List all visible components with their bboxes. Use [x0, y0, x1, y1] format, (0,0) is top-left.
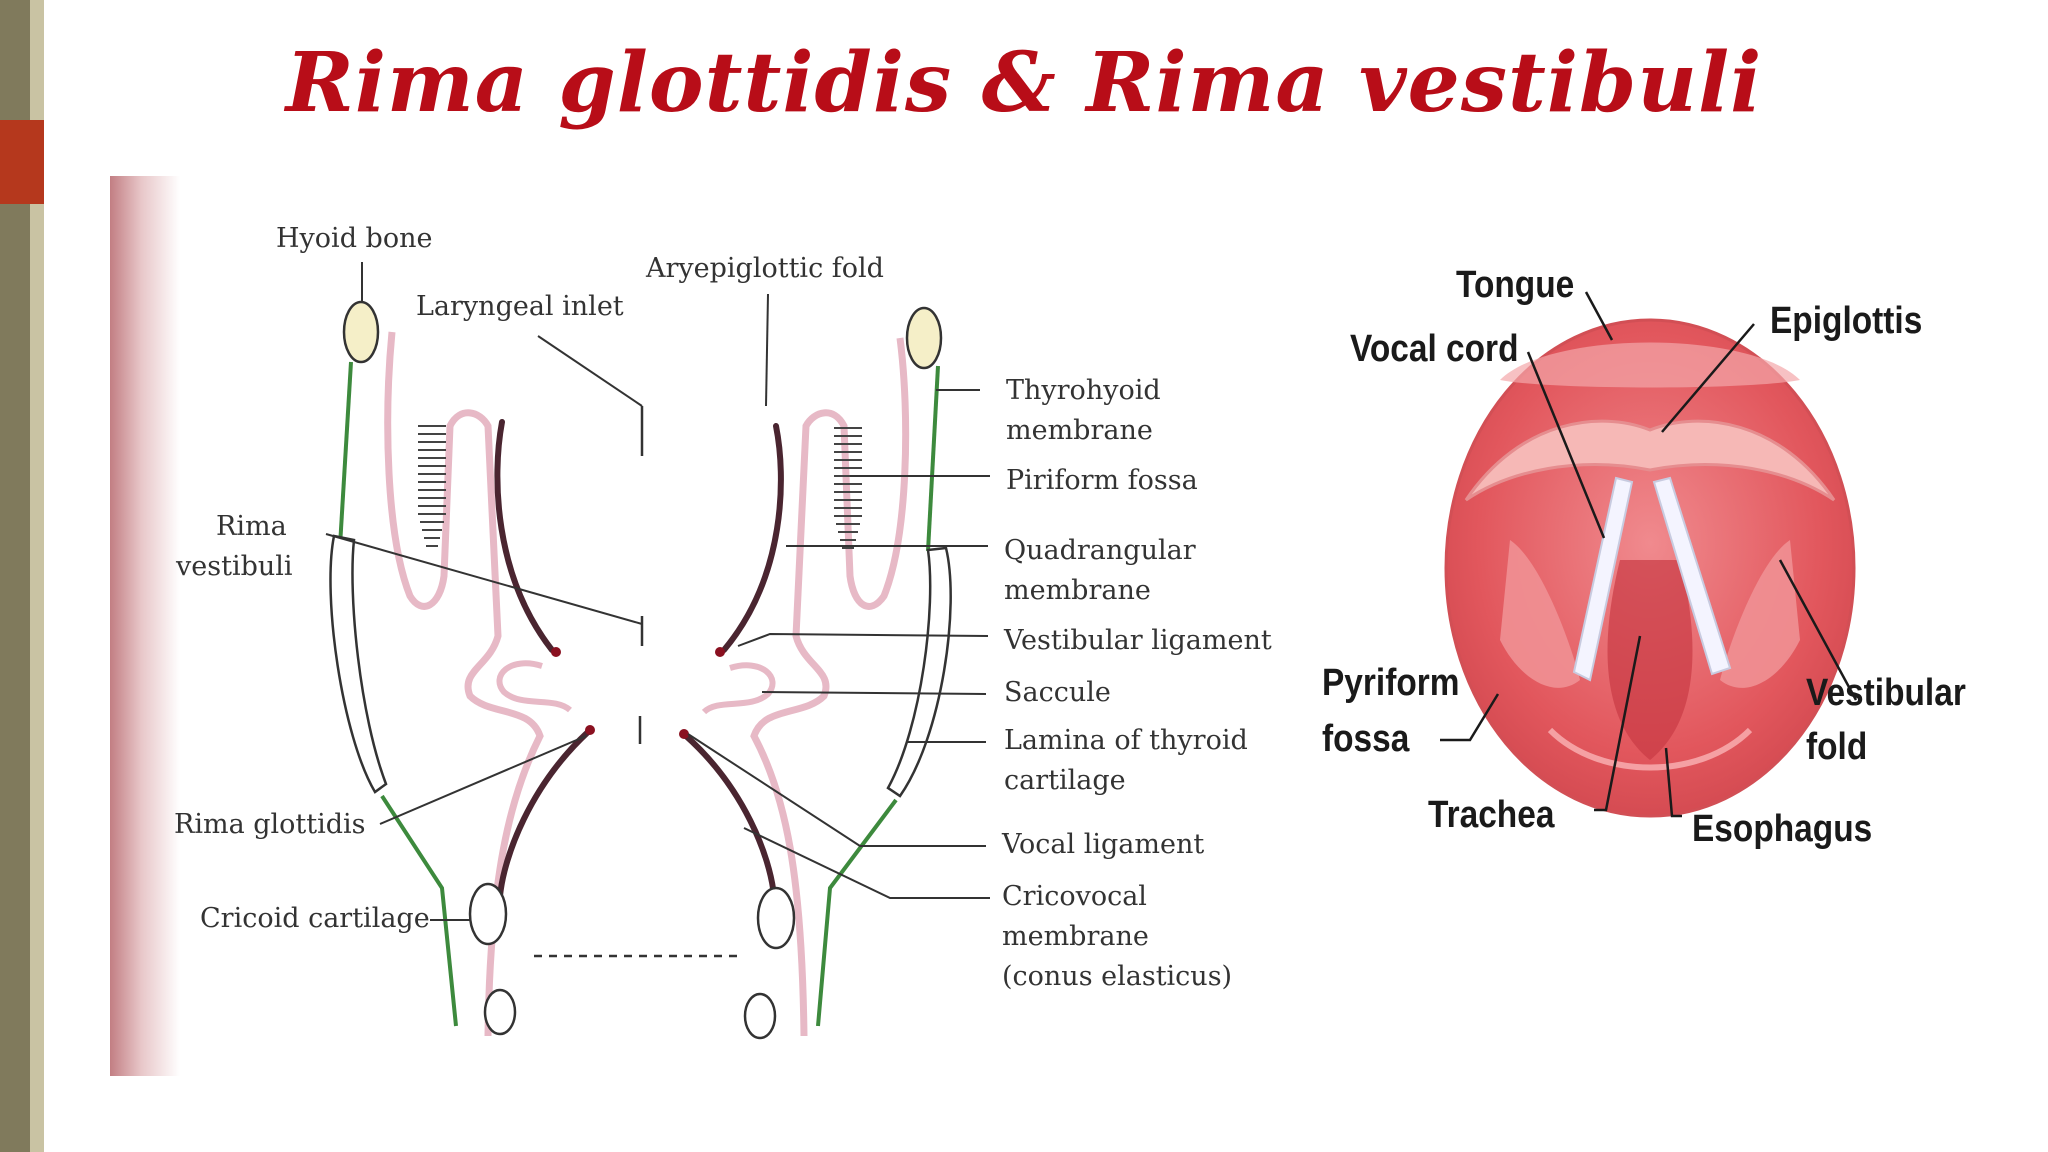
sidebar-light-strip — [30, 0, 44, 1152]
label-vestibular-ligament: Vestibular ligament — [1004, 625, 1272, 656]
label-quadrangular-membrane: Quadrangular — [1004, 535, 1196, 566]
label-vocal-cord: Vocal cord — [1350, 328, 1519, 370]
mucosa-left — [384, 331, 544, 1037]
figure-edge-shading — [110, 176, 180, 1076]
saccule-right — [701, 662, 776, 715]
mucosa-right — [750, 337, 910, 1037]
piriform-striations-right — [834, 427, 862, 549]
coronal-leader-lines — [325, 262, 990, 921]
label-rima-glottidis: Rima glottidis — [174, 809, 366, 840]
coronal-section-diagram: Hyoid bone Laryngeal inlet Aryepiglottic… — [110, 176, 1310, 1076]
trachea-lumen — [1607, 560, 1693, 760]
cricothyroid-membrane-right — [816, 798, 898, 1027]
vocal-cord-left — [1572, 476, 1634, 682]
coronal-section-drawing — [325, 262, 990, 1040]
label-lamina-of-thyroid-2: cartilage — [1004, 765, 1126, 796]
thyroid-lamina-right — [886, 546, 952, 798]
label-vestibular-fold: Vestibular — [1806, 672, 1966, 714]
thyrohyoid-membrane-left — [338, 361, 353, 547]
saccule-left — [496, 660, 572, 713]
label-saccule: Saccule — [1004, 677, 1111, 708]
cricoid-ring-left — [468, 882, 508, 946]
esophagus-fold — [1547, 727, 1753, 771]
label-rima-vestibuli-2: vestibuli — [176, 551, 293, 582]
label-piriform-fossa: Piriform fossa — [1006, 465, 1198, 496]
superior-leader-lines — [1440, 291, 1858, 818]
tongue-surface — [1500, 342, 1800, 388]
label-laryngeal-inlet: Laryngeal inlet — [416, 291, 624, 322]
vestibular-ligament-right — [715, 647, 725, 657]
label-pyriform-fossa-2: fossa — [1322, 718, 1410, 760]
label-cricovocal-membrane-3: (conus elasticus) — [1002, 961, 1233, 992]
label-thyrohyoid-membrane-2: membrane — [1006, 415, 1153, 446]
hyoid-bone-left — [342, 300, 380, 364]
quadrangular-membrane-right — [721, 423, 784, 653]
epiglottis-shape — [1464, 419, 1836, 502]
label-esophagus: Esophagus — [1692, 808, 1873, 850]
thyrohyoid-membrane-right — [926, 365, 940, 552]
label-quadrangular-membrane-2: membrane — [1004, 575, 1151, 606]
sidebar-accent-block — [0, 120, 44, 204]
label-cricovocal-membrane-2: membrane — [1002, 921, 1149, 952]
superior-view-drawing — [1440, 291, 1858, 818]
label-lamina-of-thyroid: Lamina of thyroid — [1004, 725, 1248, 756]
label-vocal-ligament: Vocal ligament — [1002, 829, 1205, 860]
slide-title: Rima glottidis & Rima vestibuli — [285, 35, 1763, 131]
quadrangular-membrane-left — [494, 419, 555, 653]
vocal-cord-right — [1652, 476, 1732, 676]
hyoid-bone-right — [905, 306, 943, 370]
tracheal-ring-left — [483, 988, 517, 1036]
label-thyrohyoid-membrane: Thyrohyoid — [1006, 375, 1161, 406]
label-rima-vestibuli: Rima — [216, 511, 287, 542]
vestibular-fold-right — [1720, 540, 1800, 688]
label-cricoid-cartilage: Cricoid cartilage — [200, 903, 430, 934]
label-cricovocal-membrane: Cricovocal — [1002, 881, 1147, 912]
label-aryepiglottic-fold: Aryepiglottic fold — [646, 253, 884, 284]
thyroid-lamina-left — [329, 534, 388, 794]
label-tongue: Tongue — [1456, 264, 1575, 306]
conus-elasticus-left — [497, 729, 591, 899]
conus-elasticus-right — [683, 733, 777, 899]
vestibular-ligament-left — [551, 647, 561, 657]
label-trachea: Trachea — [1428, 794, 1555, 836]
label-hyoid-bone: Hyoid bone — [276, 223, 433, 254]
vocal-ligament-right — [679, 729, 689, 739]
cricoid-ring-right — [756, 886, 796, 950]
cricothyroid-membrane-left — [380, 794, 458, 1027]
vocal-ligament-left — [585, 725, 595, 735]
label-vestibular-fold-2: fold — [1806, 726, 1868, 768]
label-epiglottis: Epiglottis — [1770, 300, 1923, 342]
label-pyriform-fossa: Pyriform — [1322, 662, 1460, 704]
vestibular-fold-left — [1500, 540, 1580, 688]
tracheal-ring-right — [743, 992, 777, 1040]
piriform-striations-left — [418, 425, 446, 547]
